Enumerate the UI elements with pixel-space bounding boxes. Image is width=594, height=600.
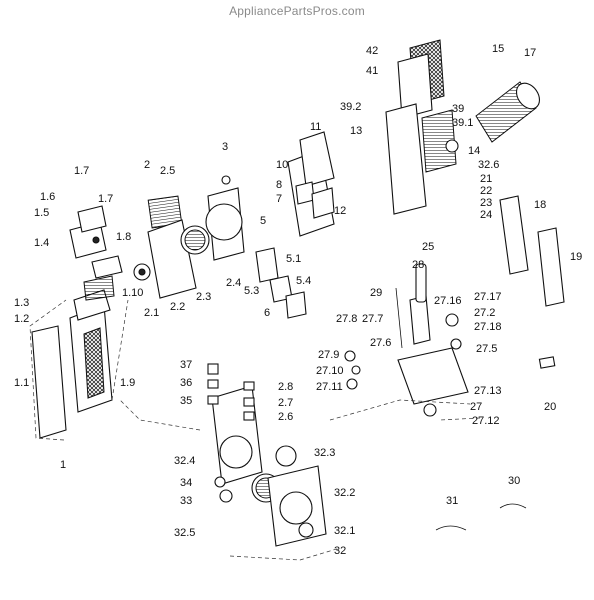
part-label: 20 [544, 401, 556, 413]
part-label: 1.5 [34, 207, 49, 219]
part-label: 27.12 [472, 415, 500, 427]
part-label: 5 [260, 215, 266, 227]
part-label: 32 [334, 545, 346, 557]
part-label: 1.9 [120, 377, 135, 389]
part-label: 21 [480, 173, 492, 185]
part-labels: 1 1.1 1.2 1.3 1.4 1.5 1.6 1.7 1.7 1.8 1.9 1.10 2 2.1 2… [14, 43, 582, 557]
front-panel-assembly [31, 205, 123, 439]
part-label: 3 [222, 141, 228, 153]
part-label: 32.1 [334, 525, 355, 537]
part-label: 1.2 [14, 313, 29, 325]
part-label: 27.13 [474, 385, 502, 397]
rear-grille-assembly [385, 39, 459, 215]
part-label: 27.5 [476, 343, 497, 355]
part-label: 39.2 [340, 101, 361, 113]
part-label: 27.16 [434, 295, 462, 307]
part-label: 2.6 [278, 411, 293, 423]
part-label: 23 [480, 197, 492, 209]
part-label: 2.3 [196, 291, 211, 303]
part-label: 17 [524, 47, 536, 59]
part-label: 32.6 [478, 159, 499, 171]
part-label: 11 [310, 121, 321, 133]
part-label: 33 [180, 495, 192, 507]
part-label: 34 [180, 477, 192, 489]
lower-fan-assembly [211, 385, 327, 547]
electrical-box [287, 131, 335, 237]
part-label: 25 [422, 241, 434, 253]
part-label: 32.4 [174, 455, 195, 467]
part-label: 42 [366, 45, 378, 57]
part-label: 39.1 [452, 117, 473, 129]
part-label: 1.10 [122, 287, 143, 299]
part-label: 30 [508, 475, 520, 487]
small-parts [207, 363, 255, 421]
part-label: 28 [412, 259, 424, 271]
part-label: 27.7 [362, 313, 383, 325]
part-label: 2 [144, 159, 150, 171]
part-label: 8 [276, 179, 282, 191]
part-label: 1.6 [40, 191, 55, 203]
part-label: 27.18 [474, 321, 502, 333]
part-label: 13 [350, 125, 362, 137]
exhaust-hose [475, 81, 541, 143]
part-label: 12 [334, 205, 346, 217]
part-label: 5.4 [296, 275, 311, 287]
part-label: 2.8 [278, 381, 293, 393]
part-label: 2.7 [278, 397, 293, 409]
part-label: 22 [480, 185, 492, 197]
part-label: 10 [276, 159, 288, 171]
part-label: 7 [276, 193, 282, 205]
part-label: 39 [452, 103, 464, 115]
part-label: 32.3 [314, 447, 335, 459]
sensors [435, 503, 527, 531]
watermark: AppliancePartsPros.com [229, 4, 365, 18]
part-label: 15 [492, 43, 504, 55]
control-box [255, 247, 307, 319]
part-label: 2.5 [160, 165, 175, 177]
part-label: 1 [60, 459, 66, 471]
part-label: 37 [180, 359, 192, 371]
part-label: 27.17 [474, 291, 502, 303]
part-label: 27.11 [316, 381, 343, 393]
part-label: 5.1 [286, 253, 301, 265]
part-label: 14 [468, 145, 480, 157]
part-label: 2.4 [226, 277, 241, 289]
part-label: 1.1 [14, 377, 29, 389]
part-1-1-panel [31, 325, 67, 439]
part-label: 32.2 [334, 487, 355, 499]
window-kit [499, 195, 565, 369]
part-label: 27.6 [370, 337, 391, 349]
part-label: 18 [534, 199, 546, 211]
part-label: 5.3 [244, 285, 259, 297]
part-label: 27.10 [316, 365, 344, 377]
fittings [344, 350, 361, 390]
part-label: 27 [470, 401, 482, 413]
part-label: 1.8 [116, 231, 131, 243]
part-label: 2.2 [170, 301, 185, 313]
part-label: 1.7 [98, 193, 113, 205]
part-label: 6 [264, 307, 270, 319]
part-label: 31 [446, 495, 458, 507]
part-label: 24 [480, 209, 492, 221]
part-label: 35 [180, 395, 192, 407]
blower-assembly [133, 175, 245, 299]
part-label: 1.3 [14, 297, 29, 309]
part-label: 27.9 [318, 349, 339, 361]
part-label: 29 [370, 287, 382, 299]
part-label: 1.4 [34, 237, 49, 249]
part-label: 2.1 [144, 307, 159, 319]
part-label: 19 [570, 251, 582, 263]
part-label: 1.7 [74, 165, 89, 177]
part-label: 36 [180, 377, 192, 389]
part-label: 27.8 [336, 313, 357, 325]
assembly-outlines [29, 299, 481, 561]
part-label: 41 [366, 65, 378, 77]
base-compressor [395, 263, 469, 417]
part-label: 27.2 [474, 307, 495, 319]
part-label: 32.5 [174, 527, 195, 539]
